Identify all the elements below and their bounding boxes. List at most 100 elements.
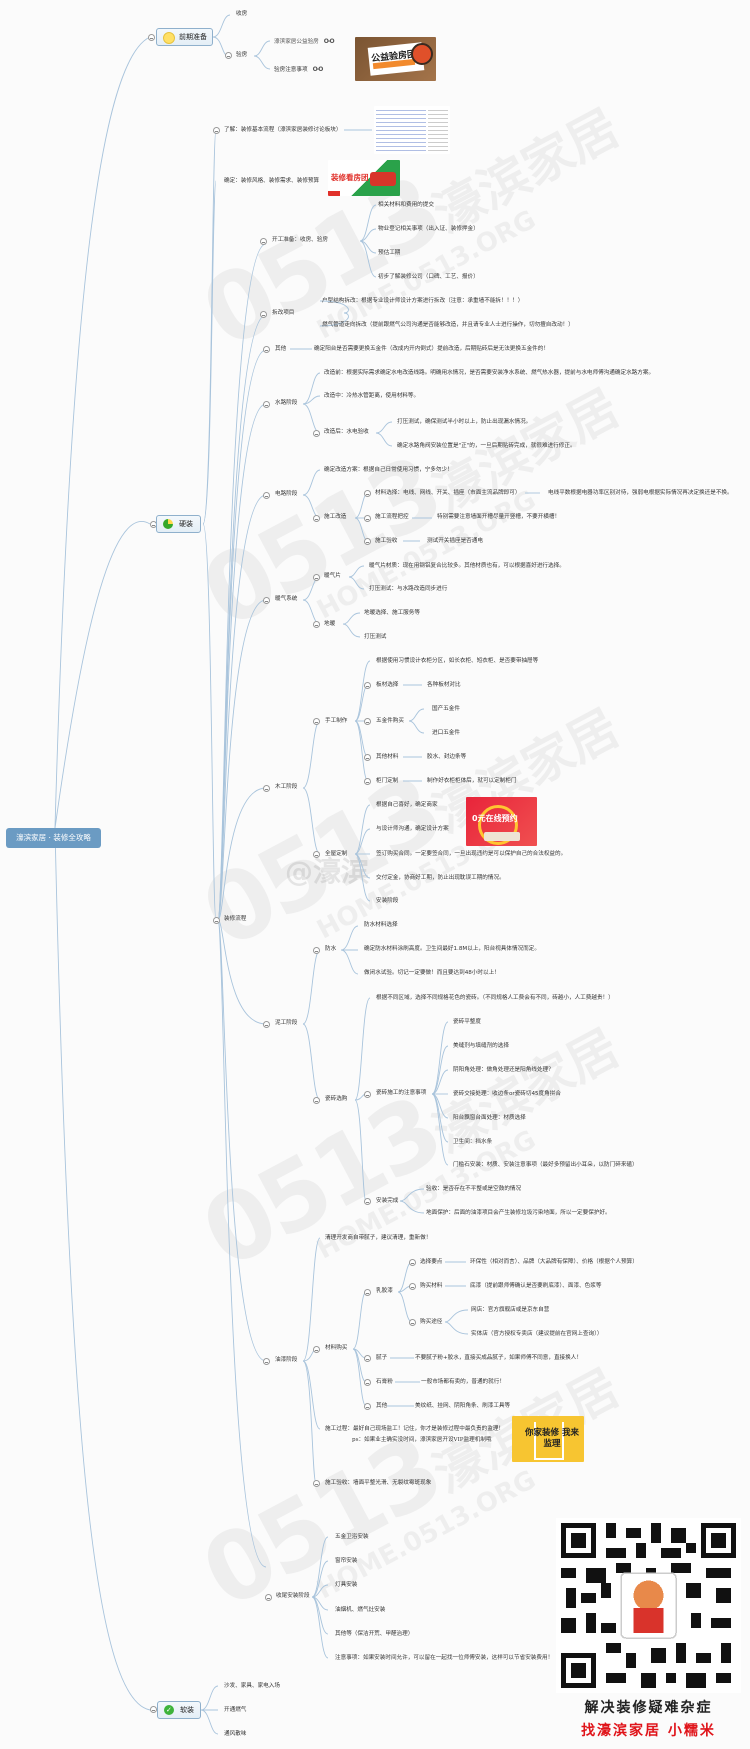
supervision-banner[interactable]: 你家装修 我来监理 [512,1416,584,1462]
list-item: 其他等（保洁开荒、甲醛治理） [335,1631,414,1637]
node-tile-notes[interactable]: 瓷砖施工的注意事项 [376,1090,427,1096]
collapse-toggle[interactable] [364,1355,371,1362]
branch-prep[interactable]: 前期准备 [156,28,213,46]
node-paint-other[interactable]: 其他 [376,1403,388,1409]
node-electric[interactable]: 电路阶段 [275,491,298,497]
root-node[interactable]: 濠滨家居 · 装修全攻略 [6,828,101,848]
collapse-toggle[interactable] [364,1403,371,1410]
collapse-toggle[interactable] [409,1283,416,1290]
collapse-toggle[interactable] [260,311,267,318]
node-understand[interactable]: 了解：装修基本流程（濠滨家居装修讨论板块） [224,127,342,133]
house-tour-banner[interactable]: 装修看房团 [328,160,400,196]
collapse-toggle[interactable] [313,515,320,522]
list-item: 五金卫浴安装 [335,1534,369,1540]
node-handmade[interactable]: 手工制作 [325,718,348,724]
collapse-toggle[interactable] [364,1289,371,1296]
node-demolish[interactable]: 拆改项目 [272,310,295,316]
node-yanfang[interactable]: 验房 [236,52,248,58]
collapse-toggle[interactable] [364,1198,371,1205]
collapse-toggle[interactable] [263,785,270,792]
collapse-toggle[interactable] [263,401,270,408]
collapse-toggle[interactable] [409,1259,416,1266]
collapse-toggle[interactable] [263,1021,270,1028]
list-item: 油烟机、燃气灶安装 [335,1607,386,1613]
node-process[interactable]: 装修流程 [224,916,247,922]
collapse-toggle[interactable] [213,917,220,924]
node-buy-material[interactable]: 购买材料 [420,1283,443,1289]
node-water[interactable]: 水路阶段 [275,400,298,406]
node-floor-heating[interactable]: 地暖 [324,621,336,627]
list-item: 地暖选择、施工服务等 [364,610,420,616]
collapse-toggle[interactable] [148,34,155,41]
collapse-toggle[interactable] [364,538,371,545]
node-shoufang[interactable]: 收房 [236,11,248,17]
node-purchase[interactable]: 材料购买 [325,1345,348,1351]
node-carpentry[interactable]: 木工阶段 [275,784,298,790]
collapse-toggle[interactable] [263,597,270,604]
collapse-toggle[interactable] [213,127,220,134]
node-material[interactable]: 材料选择：电线、网线、开关、插座（市面主流品牌即可） [375,490,521,496]
node-latex[interactable]: 乳胶漆 [376,1288,393,1294]
collapse-toggle[interactable] [364,718,371,725]
node-board[interactable]: 板材选择 [376,682,399,688]
link-icon[interactable]: O-O [312,66,324,73]
branch-soft[interactable]: ✓ 软装 [157,1701,201,1719]
collapse-toggle[interactable] [263,1358,270,1365]
forum-screenshot[interactable] [374,106,450,154]
node-waterproof[interactable]: 防水 [325,946,337,952]
node-flow[interactable]: 施工流程把控 [375,514,409,520]
node-mason[interactable]: 泥工阶段 [275,1020,298,1026]
collapse-toggle[interactable] [313,1480,320,1487]
collapse-toggle[interactable] [364,682,371,689]
online-booking-banner[interactable]: 0元在线预约 [466,797,537,846]
branch-hard[interactable]: 硬装 [156,515,201,533]
collapse-toggle[interactable] [313,574,320,581]
collapse-toggle[interactable] [364,1091,371,1098]
node-construction[interactable]: 施工改造 [324,514,347,520]
node-other[interactable]: 其他 [275,346,287,352]
collapse-toggle[interactable] [364,754,371,761]
node-tiles[interactable]: 瓷砖选购 [325,1096,348,1102]
collapse-toggle[interactable] [225,52,232,59]
collapse-toggle[interactable] [313,1346,320,1353]
node-finish[interactable]: 收尾安装阶段 [276,1593,310,1599]
node-door[interactable]: 柜门定制 [376,778,399,784]
node-putty[interactable]: 腻子 [376,1355,388,1361]
link-icon[interactable]: O-O [323,38,335,45]
node-confirm[interactable]: 确定：装修风格、装修需求、装修预算 [224,178,320,184]
collapse-toggle[interactable] [313,718,320,725]
collapse-toggle[interactable] [313,851,320,858]
node-points[interactable]: 选择要点 [420,1259,443,1265]
collapse-toggle[interactable] [313,621,320,628]
collapse-toggle[interactable] [263,492,270,499]
collapse-toggle[interactable] [260,238,267,245]
collapse-toggle[interactable] [263,346,270,353]
collapse-toggle[interactable] [364,515,371,522]
node-hardware[interactable]: 五金件购买 [376,718,404,724]
node-start-prep[interactable]: 开工准备：收房、验房 [272,237,328,243]
node-other-materials[interactable]: 其他材料 [376,754,399,760]
node-gypsum[interactable]: 石膏粉 [376,1379,393,1385]
qr-code[interactable] [556,1518,741,1693]
node-heating[interactable]: 暖气系统 [275,596,298,602]
collapse-toggle[interactable] [313,430,320,437]
node-water-after[interactable]: 改造后：水电验收 [324,429,369,435]
public-inspection-banner[interactable]: 公益验房团 [355,37,436,81]
collapse-toggle[interactable] [265,1594,272,1601]
collapse-toggle[interactable] [150,1706,157,1713]
node-paint[interactable]: 油漆阶段 [275,1357,298,1363]
collapse-toggle[interactable] [364,1379,371,1386]
collapse-toggle[interactable] [313,1097,320,1104]
node-radiator[interactable]: 暖气片 [324,573,341,579]
collapse-toggle[interactable] [313,947,320,954]
node-accept[interactable]: 施工验收 [375,538,398,544]
node-custom[interactable]: 全屋定制 [325,851,348,857]
node-channel[interactable]: 购买途径 [420,1319,443,1325]
collapse-toggle[interactable] [364,490,371,497]
collapse-toggle[interactable] [409,1319,416,1326]
collapse-toggle[interactable] [364,778,371,785]
node-tiles-done[interactable]: 安装完成 [376,1198,399,1204]
list-item: 一般市场都有卖的，普通的就行！ [421,1379,505,1385]
